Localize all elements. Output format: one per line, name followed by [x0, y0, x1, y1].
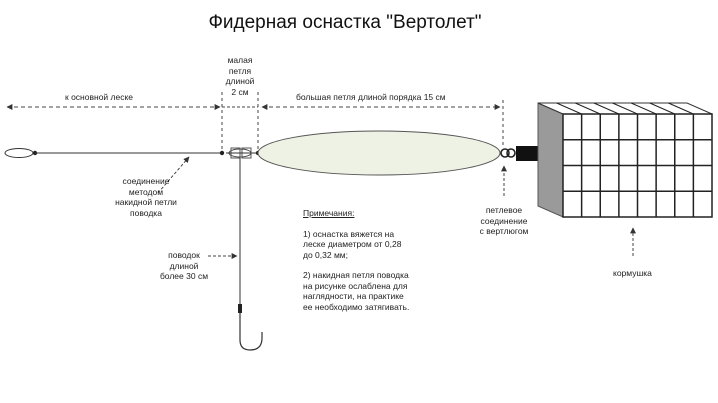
- feeder-cage: [537, 102, 713, 218]
- small-loop-knot-left: [219, 150, 225, 156]
- note-1: 1) оснастка вяжется на леске диаметром о…: [303, 228, 402, 260]
- label-big-loop: большая петля длиной порядка 15 см: [296, 92, 446, 102]
- hook-eye: [238, 304, 242, 313]
- diagram-title: Фидерная оснастка "Вертолет": [208, 12, 482, 33]
- swivel: [500, 146, 538, 161]
- label-loop-swivel: петлевое соединение с вертлюгом: [479, 205, 529, 236]
- label-to-main-line: к основной леске: [65, 92, 134, 102]
- big-loop: [257, 130, 501, 176]
- feeder-top-slat: [630, 102, 657, 115]
- feeder-top-slat: [649, 102, 675, 115]
- feeder-top-slat: [575, 102, 601, 115]
- small-loop-attachment: [226, 147, 256, 159]
- label-small-loop: малая петля длиной 2 см: [225, 55, 255, 97]
- label-leash: поводок длиной более 30 см: [159, 250, 209, 281]
- main-line-end-loop: [4, 148, 34, 158]
- feeder-top-slat: [612, 102, 638, 115]
- feeder-top-slat: [593, 102, 620, 115]
- feeder-top-slat: [668, 102, 694, 115]
- label-leash-connection: соединение методом накидной петли поводк…: [115, 176, 177, 218]
- notes-title: Примечания:: [303, 208, 355, 218]
- note-2: 2) накидная петля поводка на рисунке осл…: [303, 270, 410, 312]
- hook-icon: [239, 313, 263, 351]
- notes-block: Примечания: 1) оснастка вяжется на леске…: [303, 208, 409, 322]
- label-feeder: кормушка: [613, 268, 652, 278]
- feeder-top-slat: [556, 102, 582, 115]
- arrow-leash-connection: [157, 156, 190, 194]
